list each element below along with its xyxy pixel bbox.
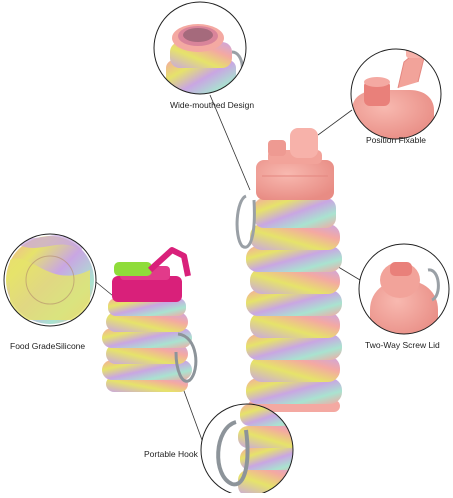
short-bottle-cap (112, 247, 191, 302)
food-grade-label: Food GradeSilicone (10, 341, 86, 351)
tall-bottle-cap (256, 128, 334, 200)
inset-two-way-lid (358, 243, 450, 335)
short-bottle-body (102, 298, 192, 392)
tall-bottle-carabiner (235, 194, 256, 249)
short-bottle (102, 247, 198, 392)
wide-mouthed-label: Wide-mouthed Design (170, 100, 255, 110)
tall-bottle (235, 128, 342, 412)
inset-position-fixable (350, 48, 442, 140)
inset-wide-mouthed (153, 1, 247, 95)
portable-hook-label: Portable Hook (144, 449, 198, 459)
two-way-lid-label: Two-Way Screw Lid (365, 340, 440, 350)
connector-lines (95, 94, 361, 441)
inset-portable-hook (200, 403, 294, 497)
inset-food-grade (3, 233, 97, 327)
short-bottle-carabiner (174, 332, 198, 383)
position-fixable-label: Position Fixable (366, 135, 427, 145)
tall-bottle-body (246, 198, 342, 412)
